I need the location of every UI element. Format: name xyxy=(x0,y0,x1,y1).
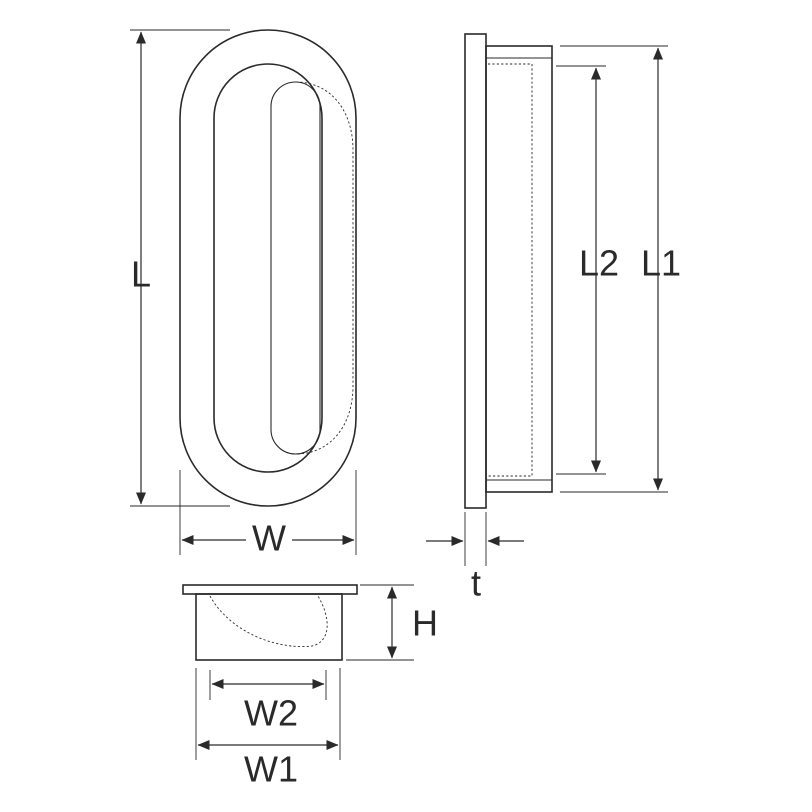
label-w1: W1 xyxy=(244,749,298,790)
front-outer-rim xyxy=(179,29,357,507)
end-view: H W2 W1 xyxy=(182,584,438,790)
end-flange xyxy=(182,584,358,595)
front-finger-recess xyxy=(270,81,321,455)
label-l2: L2 xyxy=(579,243,619,284)
end-cup-body xyxy=(195,593,343,661)
side-flange xyxy=(464,33,487,509)
front-inner-rim xyxy=(213,63,323,473)
end-hidden-recess xyxy=(209,595,328,647)
side-view: L2 L1 t xyxy=(426,33,681,604)
label-l1: L1 xyxy=(641,243,681,284)
side-cup-body xyxy=(485,45,553,493)
label-w: W xyxy=(252,518,286,559)
front-hidden-cup xyxy=(295,81,354,455)
front-view: L W xyxy=(130,29,357,559)
label-w2: W2 xyxy=(244,693,298,734)
label-t: t xyxy=(471,563,481,604)
side-hidden-pocket xyxy=(488,63,533,477)
label-l: L xyxy=(131,254,151,295)
label-h: H xyxy=(412,603,438,644)
